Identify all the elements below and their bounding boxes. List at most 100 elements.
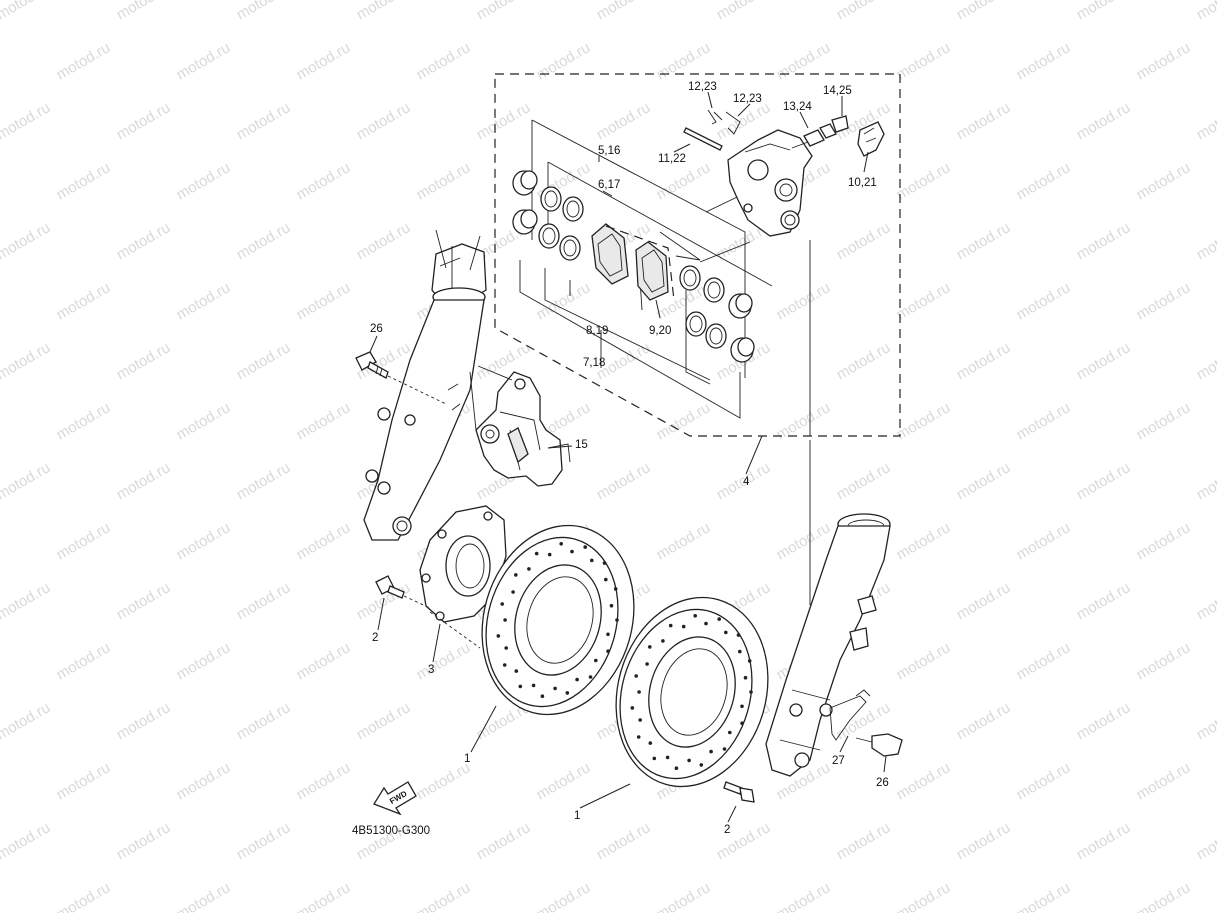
bolt-26-left <box>355 351 447 405</box>
watermark-text: motod.ru <box>54 759 114 803</box>
diagram-code: 4B51300-G300 <box>352 825 430 837</box>
callout-6-17: 6,17 <box>598 179 620 191</box>
disc-hole <box>747 659 752 663</box>
watermark-text: motod.ru <box>594 459 654 503</box>
callout-1-right: 1 <box>574 810 580 822</box>
watermark-text: motod.ru <box>654 879 714 913</box>
watermark-text: motod.ru <box>534 39 594 83</box>
disc-hole <box>630 706 635 710</box>
watermark-text: motod.ru <box>954 579 1014 623</box>
disc-hole <box>648 645 652 649</box>
watermark-text: motod.ru <box>234 819 294 863</box>
watermark-text: motod.ru <box>954 99 1014 143</box>
disc-hole <box>604 577 608 582</box>
hose-clip-27 <box>829 689 871 741</box>
watermark-text: motod.ru <box>294 399 354 443</box>
disc-hole <box>594 658 598 663</box>
disc-hole <box>615 618 619 622</box>
watermark-text: motod.ru <box>894 399 954 443</box>
disc-hole <box>504 646 509 650</box>
watermark-text: motod.ru <box>594 819 654 863</box>
watermark-text: motod.ru <box>234 219 294 263</box>
callout-1-left: 1 <box>464 753 470 765</box>
watermark-text: motod.ru <box>1194 579 1217 623</box>
watermark-text: motod.ru <box>1194 819 1217 863</box>
brake-pads <box>591 223 675 301</box>
watermark-text: motod.ru <box>174 879 234 913</box>
watermark-text: motod.ru <box>1134 159 1194 203</box>
watermark-text: motod.ru <box>54 399 114 443</box>
watermark-text: motod.ru <box>174 279 234 323</box>
disc-hole <box>511 590 515 594</box>
callout-9-20: 9,20 <box>649 325 671 337</box>
watermark-text: motod.ru <box>954 0 1014 23</box>
disc-hole <box>637 690 641 694</box>
watermark-text: motod.ru <box>714 0 774 23</box>
watermark-text: motod.ru <box>534 759 594 803</box>
disc-hole <box>709 749 713 754</box>
watermark-text: motod.ru <box>234 339 294 383</box>
bolt-2-left <box>375 575 481 649</box>
disc-hole <box>738 649 742 654</box>
watermark-text: motod.ru <box>774 879 834 913</box>
watermark-text: motod.ru <box>294 639 354 683</box>
disc-hole <box>687 758 691 763</box>
disc-hole <box>638 718 642 722</box>
watermark-text: motod.ru <box>474 99 534 143</box>
watermark-text: motod.ru <box>894 279 954 323</box>
watermark-text: motod.ru <box>294 39 354 83</box>
disc-hole <box>681 624 686 629</box>
watermark-text: motod.ru <box>1014 399 1074 443</box>
watermark-text: motod.ru <box>114 339 174 383</box>
watermark-text: motod.ru <box>1074 99 1134 143</box>
watermark-text: motod.ru <box>714 819 774 863</box>
watermark-text: motod.ru <box>354 0 414 23</box>
watermark-text: motod.ru <box>294 879 354 913</box>
watermark-text: motod.ru <box>954 459 1014 503</box>
watermark-text: motod.ru <box>414 639 474 683</box>
callout-27: 27 <box>832 755 845 767</box>
watermark-text: motod.ru <box>1194 459 1217 503</box>
disc-hole <box>606 632 610 637</box>
watermark-text: motod.ru <box>114 0 174 23</box>
disc-hole <box>553 686 557 691</box>
callout-15: 15 <box>575 439 588 451</box>
watermark-text: motod.ru <box>294 759 354 803</box>
watermark-text: motod.ru <box>0 99 53 143</box>
disc-hole <box>743 675 748 680</box>
watermark-text: motod.ru <box>654 519 714 563</box>
caliper-body-exploded <box>727 129 813 237</box>
watermark-text: motod.ru <box>774 399 834 443</box>
disc-hole <box>728 730 732 735</box>
disc-hole <box>590 558 594 563</box>
disc-hole <box>514 573 518 577</box>
watermark-text: motod.ru <box>1074 819 1134 863</box>
watermark-text: motod.ru <box>834 219 894 263</box>
disc-hole <box>570 549 574 554</box>
disc-hole <box>583 545 587 549</box>
disc-hole <box>699 763 704 767</box>
callout-7-18: 7,18 <box>583 357 605 369</box>
watermark-text: motod.ru <box>1074 699 1134 743</box>
disc-adapter-3 <box>419 505 507 623</box>
callout-26-left: 26 <box>370 323 383 335</box>
disc-hole <box>609 603 614 608</box>
watermark-text: motod.ru <box>1074 579 1134 623</box>
disc-hole <box>674 766 679 770</box>
watermark-text: motod.ru <box>954 339 1014 383</box>
watermark-text: motod.ru <box>234 0 294 23</box>
watermark-text: motod.ru <box>954 819 1014 863</box>
bolt-2-right <box>723 781 755 803</box>
bolt-26-right <box>855 733 903 757</box>
watermark-text: motod.ru <box>954 699 1014 743</box>
watermark-text: motod.ru <box>1014 639 1074 683</box>
watermark-text: motod.ru <box>1074 219 1134 263</box>
watermark-text: motod.ru <box>114 579 174 623</box>
watermark-text: motod.ru <box>114 459 174 503</box>
watermark-text: motod.ru <box>114 99 174 143</box>
watermark-text: motod.ru <box>834 819 894 863</box>
disc-hole <box>668 623 673 628</box>
caliper-small-parts <box>683 109 885 157</box>
left-fork-leg <box>363 229 487 541</box>
watermark-text: motod.ru <box>0 819 53 863</box>
